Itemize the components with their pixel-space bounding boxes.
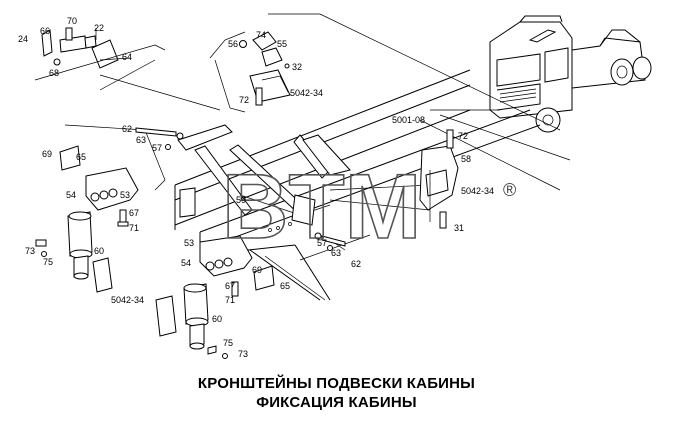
callout-71: 71 [129, 223, 139, 233]
callout-63: 63 [331, 248, 341, 258]
callout-69: 69 [252, 265, 262, 275]
callout-72: 72 [239, 95, 249, 105]
callout-69: 69 [42, 149, 52, 159]
callout-54: 54 [181, 258, 191, 268]
callout-5001-08: 5001-08 [392, 115, 425, 125]
callout-75: 75 [43, 257, 53, 267]
watermark-logo: BTM [222, 156, 421, 258]
leader-line [34, 44, 166, 91]
callout-56: 56 [228, 39, 238, 49]
callout-59: 59 [236, 195, 246, 205]
callout-67: 67 [129, 208, 139, 218]
callout-73: 73 [25, 246, 35, 256]
callout-53: 53 [184, 238, 194, 248]
callout-54: 54 [66, 190, 76, 200]
callout-63: 63 [136, 135, 146, 145]
callout-5042-34: 5042-34 [111, 295, 144, 305]
callout-62: 62 [122, 124, 132, 134]
bracket-right [419, 129, 459, 229]
leader-line [264, 255, 326, 301]
pin-group-left [135, 127, 184, 150]
callout-60: 60 [212, 314, 222, 324]
truck-illustration [489, 15, 652, 133]
callout-62: 62 [351, 259, 361, 269]
callout-24: 24 [18, 34, 28, 44]
damper-assembly-top-left [41, 27, 131, 69]
registered-mark: ® [503, 180, 516, 200]
caption-line-1: КРОНШТЕЙНЫ ПОДВЕСКИ КАБИНЫ [197, 375, 476, 392]
leader-line [214, 59, 246, 113]
callout-53: 53 [120, 190, 130, 200]
callout-65: 65 [76, 152, 86, 162]
callout-5042-34: 5042-34 [290, 88, 323, 98]
linkage-arms [177, 124, 431, 226]
callout-73: 73 [238, 349, 248, 359]
callout-55: 55 [277, 39, 287, 49]
callout-58: 58 [461, 154, 471, 164]
callout-71: 71 [225, 295, 235, 305]
callout-22: 22 [94, 23, 104, 33]
callout-31: 31 [454, 223, 464, 233]
callout-60: 60 [94, 246, 104, 256]
callout-74: 74 [256, 30, 266, 40]
callout-72: 72 [458, 131, 468, 141]
callout-57: 57 [317, 238, 327, 248]
callout-66: 66 [40, 26, 50, 36]
callout-64: 64 [122, 52, 132, 62]
callout-68: 68 [49, 68, 59, 78]
callout-5042-34: 5042-34 [461, 186, 494, 196]
callout-labels: 24 66 70 22 68 64 56 74 55 32 72 5042-34… [18, 16, 494, 359]
callout-57: 57 [152, 143, 162, 153]
callout-32: 32 [292, 62, 302, 72]
callout-67: 67 [225, 281, 235, 291]
leader-line [209, 31, 246, 59]
bracket-left [35, 145, 139, 293]
pin-group-right [314, 232, 346, 251]
callout-75: 75 [223, 338, 233, 348]
bracket-bottom [155, 235, 275, 359]
caption-line-2: ФИКСАЦИЯ КАБИНЫ [256, 394, 417, 411]
callout-65: 65 [280, 281, 290, 291]
leader-line [268, 13, 561, 131]
mount-top-center [239, 31, 291, 106]
callout-70: 70 [67, 16, 77, 26]
leader-line [99, 74, 221, 111]
leader-line [64, 124, 166, 191]
